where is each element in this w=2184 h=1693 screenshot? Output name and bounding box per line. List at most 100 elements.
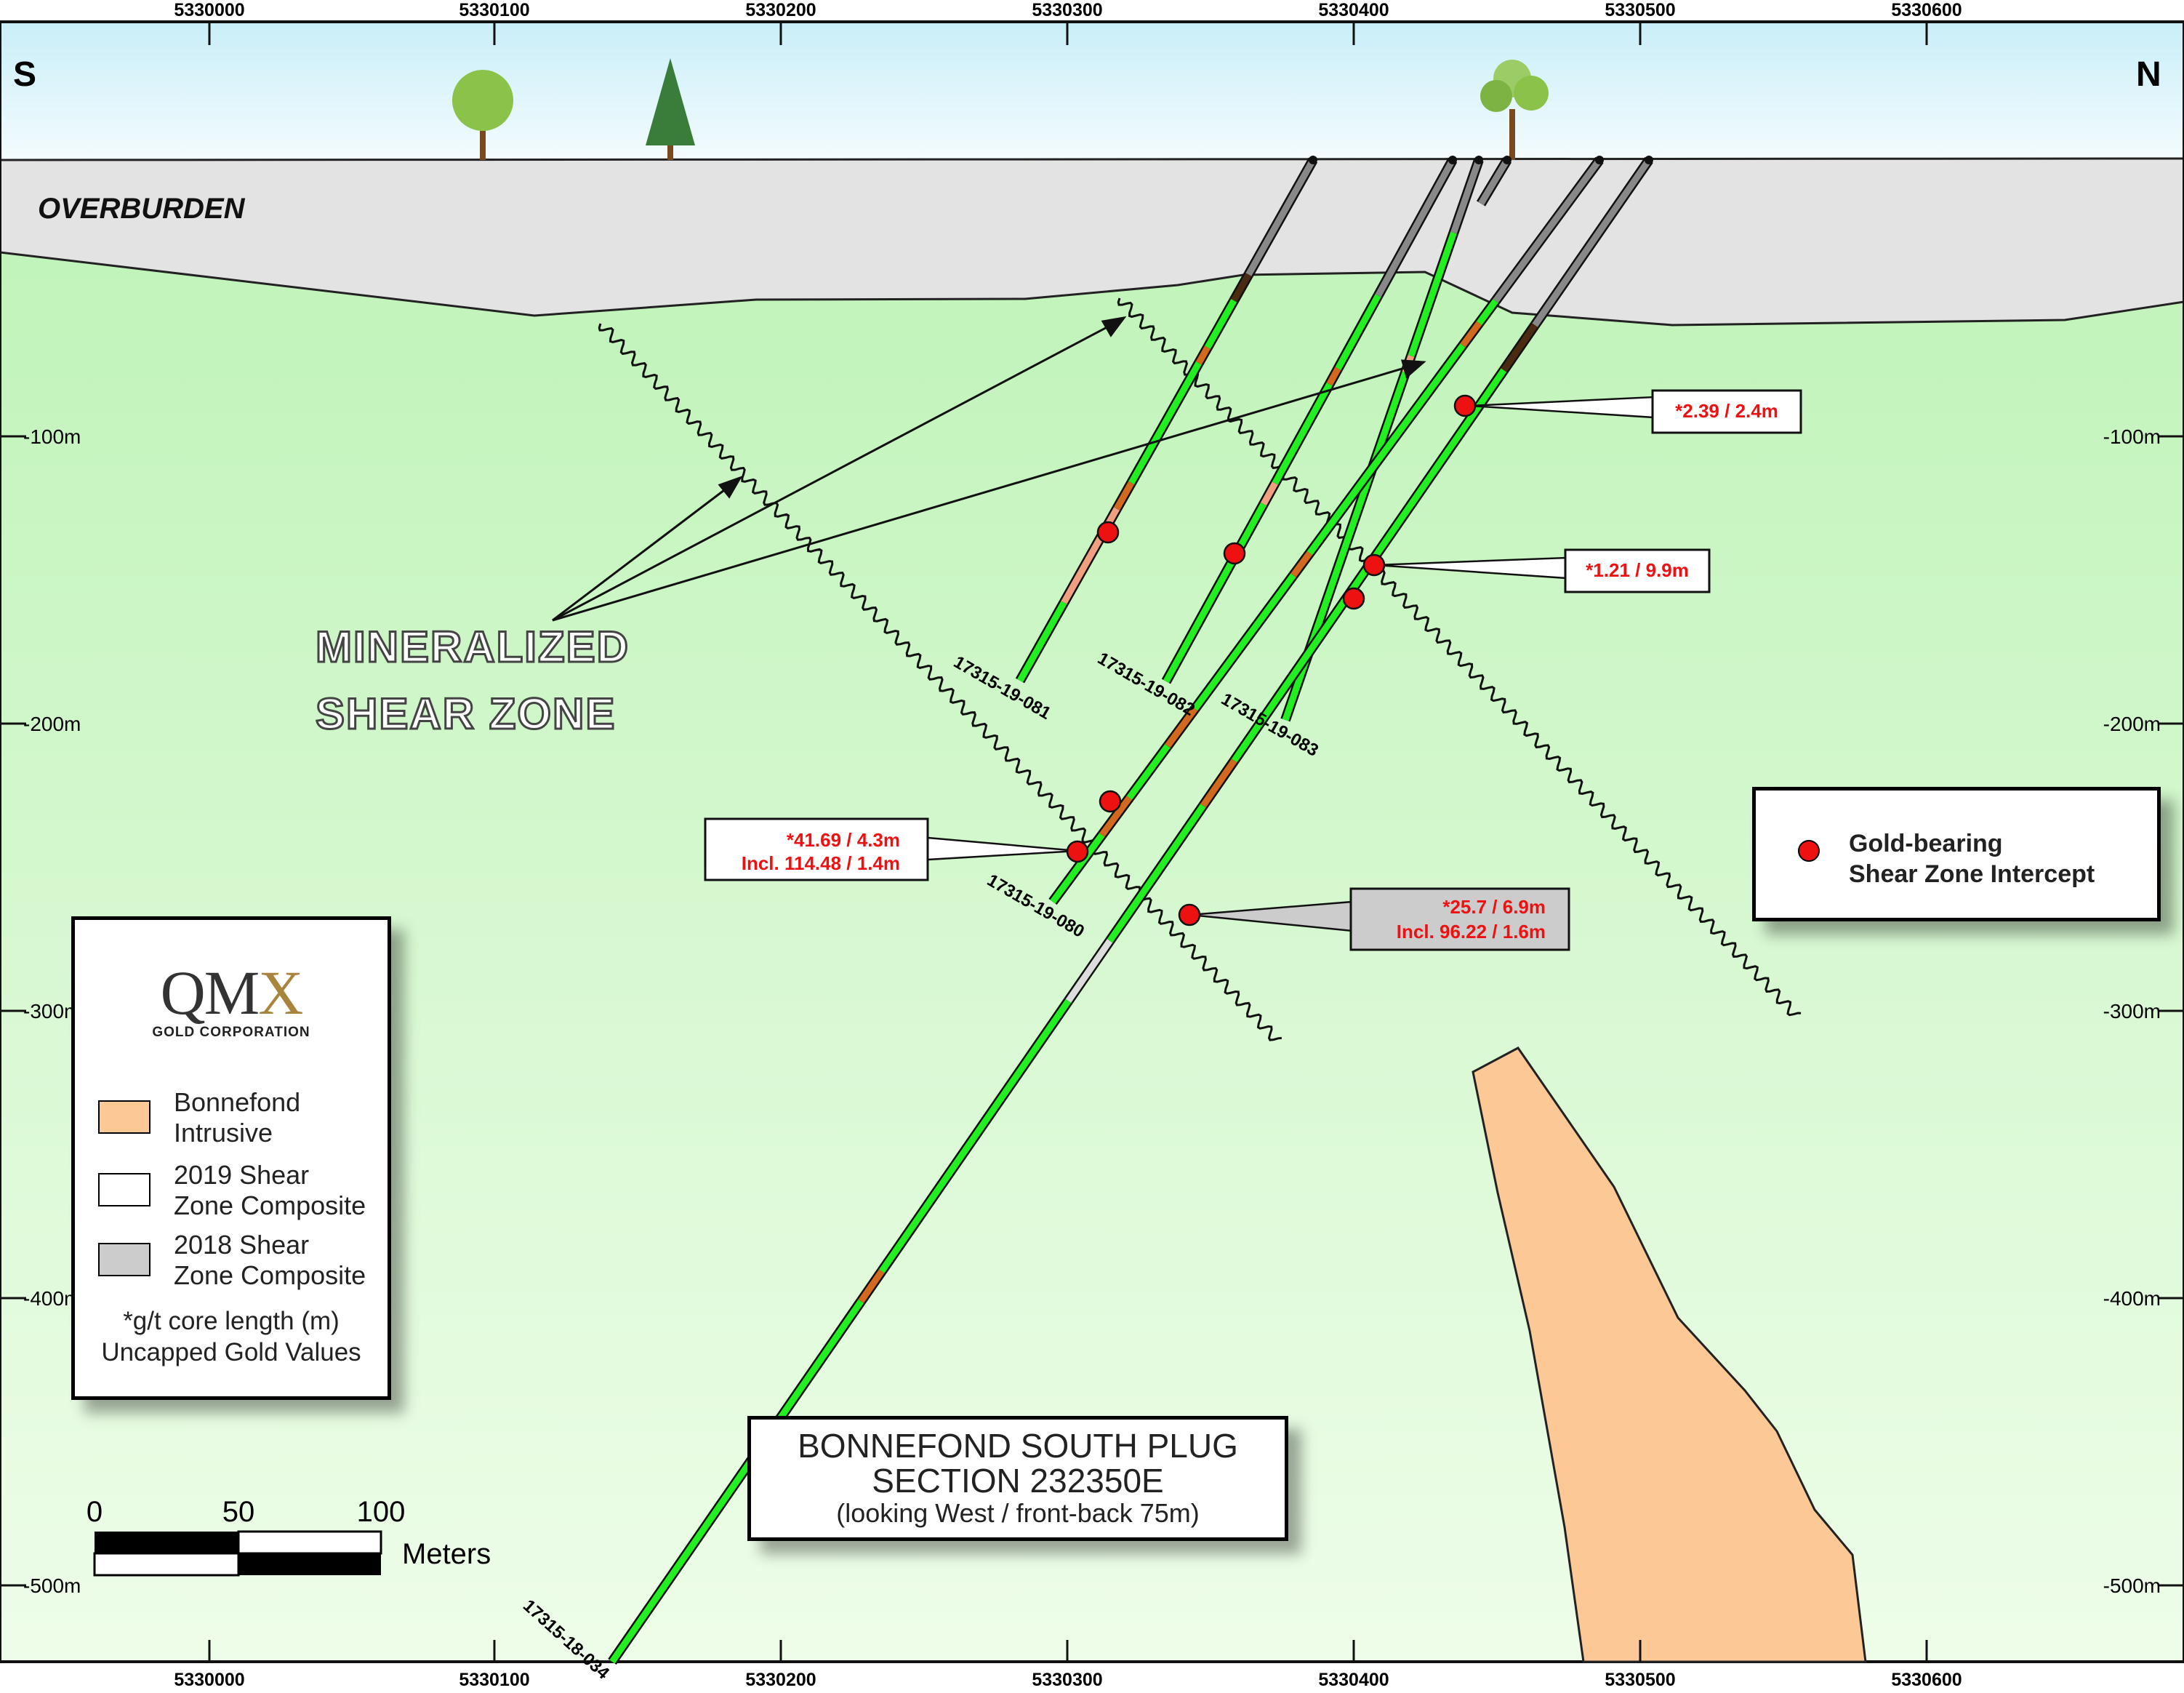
drillhole-interval (1231, 273, 1252, 303)
legend-note: *g/t core length (m) Uncapped Gold Value… (75, 1305, 388, 1368)
shear-zone-line (598, 323, 1282, 1041)
intercept-value: *41.69 / 4.3m (787, 829, 900, 851)
legend-swatch (98, 1100, 150, 1134)
legend-label: Bonnefond (174, 1087, 301, 1117)
gold-intercept-marker (1096, 521, 1120, 544)
legend-label: 2019 Shear (174, 1160, 310, 1190)
intercept-value: *1.21 / 9.9m (1586, 559, 1689, 581)
intercept-value: *2.39 / 2.4m (1675, 400, 1778, 422)
drillhole-interval (1017, 601, 1067, 683)
northing-tick-label: 5330300 (1032, 0, 1102, 20)
legend-swatch (98, 1173, 150, 1206)
drillhole-interval (1128, 361, 1202, 485)
northing-tick-label: 5330100 (459, 0, 529, 20)
drillhole-interval (1478, 158, 1510, 206)
section-title: BONNEFOND SOUTH PLUG (798, 1427, 1238, 1465)
scale-unit: Meters (402, 1538, 491, 1570)
pine-tree-icon (646, 58, 695, 160)
drillhole-interval (1493, 158, 1602, 303)
gold-intercept-marker (1342, 587, 1365, 610)
gold-intercept-marker (1066, 840, 1089, 863)
northing-tick-label: 5330300 (1032, 1670, 1102, 1689)
intercept-include: Incl. 114.48 / 1.4m (742, 852, 900, 874)
drill-collar-icon (1448, 156, 1457, 164)
legend-label: 2018 Shear (174, 1230, 310, 1260)
tree-icon (1480, 60, 1549, 160)
shear-zone-arrows (552, 316, 1426, 622)
drillhole-interval (1272, 383, 1333, 485)
logo-text: QM (160, 958, 260, 1028)
company-logo: QMX GOLD CORPORATION (75, 956, 388, 1041)
drillhole-interval (1200, 759, 1237, 808)
drillhole-interval (1204, 299, 1237, 349)
drill-collar-icon (1503, 156, 1511, 164)
drillhole-interval (1163, 503, 1266, 684)
drillhole-interval (1107, 804, 1206, 943)
depth-axis-right: -100m-200m-300m-400m-500m (2103, 425, 2184, 1597)
depth-tick-label: -300m (2103, 1000, 2161, 1022)
scale-label: 0 (87, 1496, 103, 1528)
legend-label: Zone Composite (174, 1190, 366, 1220)
drillhole-interval (1290, 551, 1313, 577)
drillhole-interval (1306, 343, 1466, 556)
northing-tick-label: 5330600 (1891, 0, 1962, 20)
shear-zone-label-line2: SHEAR ZONE (316, 689, 616, 738)
legend-swatch (98, 1243, 150, 1276)
depth-tick-label: -100m (23, 425, 81, 448)
drillhole-interval (1099, 796, 1132, 837)
legend-note-line: *g/t core length (m) (123, 1307, 340, 1335)
northing-tick-label: 5330500 (1605, 0, 1675, 20)
drillhole-interval (1532, 158, 1652, 327)
drillhole-interval (1245, 158, 1316, 276)
drill-collar-icon (1595, 156, 1604, 164)
drill-collar-icon (1645, 156, 1653, 164)
bonnefond-intrusive (1472, 1046, 1867, 1663)
depth-tick-label: -400m (2103, 1287, 2161, 1310)
intercept-value: *25.7 / 6.9m (1442, 896, 1546, 918)
northing-tick-label: 5330200 (745, 0, 816, 20)
drillhole-interval (1450, 159, 1482, 234)
legend-note-line: Uncapped Gold Values (101, 1338, 361, 1366)
gold-intercept-marker (1362, 553, 1386, 577)
depth-tick-label: -500m (2103, 1574, 2161, 1597)
northing-tick-label: 5330400 (1318, 0, 1389, 20)
map-border (0, 20, 2184, 1663)
overburden-label: OVERBURDEN (38, 193, 246, 225)
drillhole-interval (1335, 294, 1381, 370)
gold-intercepts (1066, 394, 1477, 926)
depth-tick-label: -200m (2103, 713, 2161, 735)
gold-intercept-icon (1798, 840, 1820, 862)
drillhole-interval (1165, 707, 1198, 748)
gold-intercept-marker (1099, 790, 1122, 813)
drillhole-interval (858, 1269, 885, 1303)
northing-tick-label: 5330000 (174, 1670, 244, 1689)
compass-north: N (2136, 55, 2161, 94)
intercept-callout: *2.39 / 2.4m (1651, 389, 1802, 434)
drillhole-interval (1192, 573, 1296, 711)
northing-tick-label: 5330400 (1318, 1670, 1389, 1689)
drillhole-interval (1114, 481, 1135, 511)
intercept-callout: *1.21 / 9.9m (1564, 548, 1711, 593)
section-note: (looking West / front-back 75m) (836, 1498, 1200, 1528)
drillhole-interval (1065, 939, 1113, 1003)
section-title-box: BONNEFOND SOUTH PLUG SECTION 232350E (lo… (747, 1416, 1288, 1541)
legend-label: Intrusive (174, 1118, 273, 1148)
drill-collar-icon (1474, 156, 1483, 164)
scale-label: 100 (357, 1496, 406, 1528)
gold-intercept-marker (1453, 394, 1477, 417)
drillhole-interval (609, 1299, 864, 1664)
intercept-callout: *41.69 / 4.3m Incl. 114.48 / 1.4m (704, 817, 929, 881)
scale-label: 50 (222, 1496, 255, 1528)
drillholes-group (608, 156, 1653, 1665)
depth-tick-label: -200m (23, 713, 81, 735)
drillhole-interval (1408, 231, 1457, 357)
pickaxe-icon: X (258, 958, 303, 1028)
legend-label: Zone Composite (174, 1260, 366, 1290)
overburden-layer (0, 157, 2184, 327)
drill-collar-icon (1309, 156, 1317, 164)
northing-tick-label: 5330200 (745, 1670, 816, 1689)
